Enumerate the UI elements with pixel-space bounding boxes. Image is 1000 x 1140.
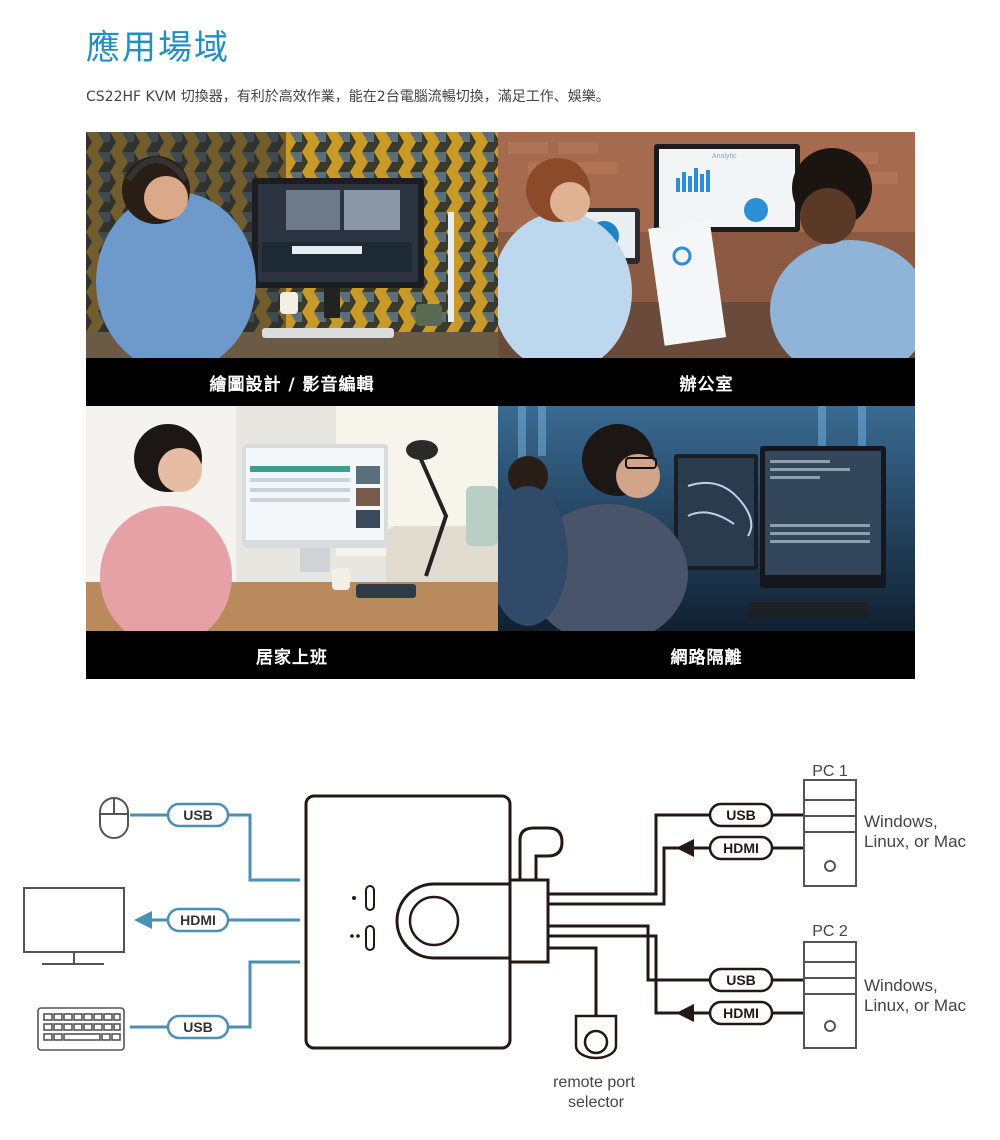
remote-label-line2: selector [568, 1094, 625, 1111]
hdmi-monitor-badge [166, 907, 230, 933]
remote-selector-icon [574, 1014, 618, 1060]
scenario-network: 網路隔離 [498, 406, 915, 679]
monitor-icon [23, 887, 125, 965]
scenario-design: 繪圖設計 / 影音編輯 [86, 132, 498, 406]
home-photo [86, 406, 498, 632]
hdmi-in-arrow-1 [676, 839, 694, 857]
network-photo [498, 406, 915, 632]
pc2-os-line2: Linux, or Mac [864, 996, 967, 1015]
page-subtitle: CS22HF KVM 切換器，有利於高效作業，能在2台電腦流暢切換，滿足工作、娛… [86, 89, 610, 105]
page-title: 應用場域 [86, 28, 230, 68]
pc1-usb-label: USB [726, 807, 756, 823]
pc2-os-line1: Windows, [864, 976, 938, 995]
connection-diagram: USB HDMI USB USB HDMI [23, 763, 967, 1111]
left-port-labels: USB HDMI USB [166, 802, 230, 1040]
pc2-usb-label: USB [726, 972, 756, 988]
office-caption: 辦公室 [498, 358, 915, 406]
scenario-grid: 繪圖設計 / 影音編輯 Analytic [86, 132, 915, 679]
right-port-labels: USB HDMI USB HDMI [708, 802, 774, 1026]
hdmi-monitor-label: HDMI [180, 912, 216, 928]
pc2-label: PC 2 [812, 923, 848, 940]
pc1-os-line2: Linux, or Mac [864, 832, 967, 851]
remote-label-line1: remote port [553, 1074, 635, 1091]
left-cables [130, 813, 300, 1029]
usb-mouse-badge [166, 802, 230, 828]
cable-connector [508, 826, 564, 964]
network-caption: 網路隔離 [498, 631, 915, 679]
pc1-label: PC 1 [812, 763, 848, 780]
office-photo: Analytic [498, 132, 915, 358]
usb-mouse-label: USB [183, 807, 213, 823]
kvm-switch-device [304, 794, 514, 1050]
switch-button [408, 895, 460, 947]
pc2-tower-icon [803, 941, 857, 1049]
led-1 [365, 885, 375, 911]
pc1-os-line1: Windows, [864, 812, 938, 831]
usb-keyboard-badge [166, 1014, 230, 1040]
hdmi-out-arrow [134, 911, 152, 929]
usb-keyboard-label: USB [183, 1019, 213, 1035]
design-caption: 繪圖設計 / 影音編輯 [86, 358, 498, 406]
led-2 [365, 925, 375, 951]
design-photo [86, 132, 498, 358]
hdmi-in-arrow-2 [676, 1004, 694, 1022]
scenario-home: 居家上班 [86, 406, 498, 679]
pc2-hdmi-label: HDMI [723, 1005, 759, 1021]
pc1-hdmi-label: HDMI [723, 840, 759, 856]
scenario-office: Analytic 辦公室 [498, 132, 915, 406]
mouse-icon [99, 797, 129, 839]
keyboard-icon [37, 1007, 125, 1051]
office-screen-label: Analytic [712, 153, 737, 160]
home-caption: 居家上班 [86, 631, 498, 679]
pc1-tower-icon [803, 779, 857, 887]
